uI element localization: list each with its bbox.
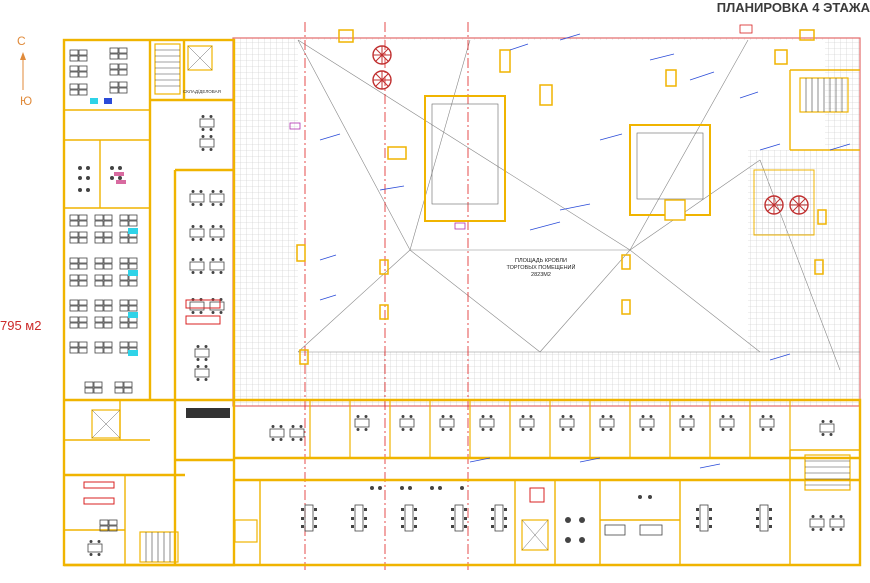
roof-area-label: ПЛОЩАДЬ КРОВЛИ ТОРГОВЫХ ПОМЕЩЕНИЙ 2823М2 — [496, 258, 586, 279]
compass: С Ю — [8, 34, 38, 114]
roof-label-line1: ПЛОЩАДЬ КРОВЛИ — [515, 258, 567, 264]
conference-tables — [87, 114, 305, 557]
stair-room-label: СКЛАД/ДЕЛОВАЯ — [183, 89, 221, 94]
roof-label-line3: 2823М2 — [531, 272, 551, 278]
compass-south-label: Ю — [20, 94, 33, 108]
elevators — [91, 45, 549, 551]
bottom-band-rooms — [300, 400, 845, 543]
outer-walls — [62, 38, 862, 567]
roof-label-line2: ТОРГОВЫХ ПОМЕЩЕНИЙ — [506, 265, 576, 271]
stairs — [139, 43, 851, 563]
area-label: 795 м2 — [0, 318, 42, 333]
office-desks-left — [69, 47, 138, 532]
annotation-marks — [289, 24, 851, 469]
roof-equipment — [296, 29, 827, 365]
plan-title: ПЛАНИРОВКА 4 ЭТАЖА — [716, 0, 870, 15]
structural-axes — [304, 22, 469, 570]
compass-north-label: С — [17, 34, 26, 48]
compass-arrow-icon — [20, 52, 26, 90]
